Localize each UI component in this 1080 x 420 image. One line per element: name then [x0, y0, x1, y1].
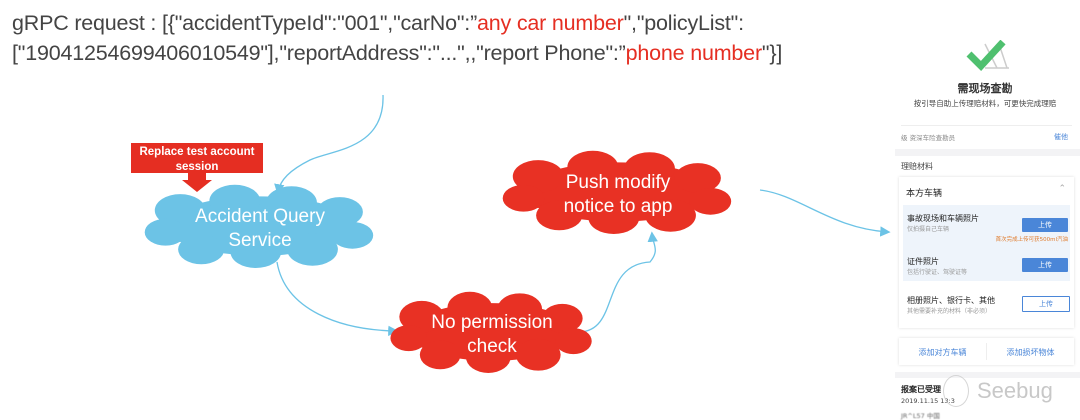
cloud-label-line: Accident Query: [195, 206, 325, 227]
cloud-no-permission-check: No permission check: [390, 291, 592, 373]
add-actions-card: 添加对方车辆 添加损坏物体: [899, 338, 1074, 365]
assessor-name: 资深车险查勘员: [909, 134, 956, 142]
divider: [986, 343, 987, 360]
card-title: 本方车辆: [906, 189, 943, 199]
request-segment: "}]: [761, 41, 783, 65]
item-title: 事故现场和车辆照片: [907, 214, 979, 223]
vehicle-card: 本方车辆 ⌃ 事故现场和车辆照片 仅拍摄自己车辆 上传 首次完成上传可获500m…: [899, 177, 1074, 328]
grpc-request-text: gRPC request : [{"accidentTypeId":"001",…: [12, 8, 792, 68]
cloud-label-line: Service: [228, 230, 291, 251]
cloud-label-line: No permission: [431, 312, 552, 333]
cloud-push-modify-notice: Push modify notice to app: [502, 150, 732, 235]
status-title: 报案已受理: [901, 385, 941, 394]
add-damaged-object-button[interactable]: 添加损坏物体: [1006, 348, 1055, 357]
cloud-label-line: check: [467, 336, 517, 357]
arrow-query-to-permission: [276, 261, 399, 337]
page-subtitle: 按引导自助上传理赔材料，可更快完成理赔: [913, 99, 1057, 108]
divider: [901, 125, 1072, 126]
seebug-logo-icon: [943, 375, 969, 407]
item-title: 证件照片: [907, 257, 939, 266]
callout-replace-session: Replace test account session: [131, 143, 263, 192]
callout-line-1: Replace test account: [139, 146, 254, 158]
chevron-up-icon[interactable]: ⌃: [1058, 184, 1066, 194]
arrow-push-to-phone: [759, 189, 891, 237]
upload-reward-note: 首次完成上传可获500ml汽油: [995, 237, 1068, 243]
cloud-label-line: notice to app: [564, 196, 673, 217]
arrow-request-to-query: [274, 94, 384, 195]
item-desc: 其他需要补充的材料（非必须）: [907, 308, 992, 315]
request-segment: gRPC request : [{"accidentTypeId":"001",…: [12, 11, 478, 35]
urge-link[interactable]: 催他: [1054, 133, 1068, 141]
status-time: 2019.11.15 13:3: [901, 397, 955, 405]
add-other-vehicle-button[interactable]: 添加对方车辆: [918, 348, 967, 357]
status-detail: JR^L57 中国: [901, 412, 940, 420]
item-desc: 仅拍摄自己车辆: [907, 226, 950, 233]
page-title: 需现场查勘: [957, 82, 1013, 95]
section-title: 理赔材料: [901, 162, 933, 171]
request-segment: ","policyList":["19041254699406010549"],…: [12, 11, 744, 65]
separator: [895, 149, 1080, 156]
seebug-watermark: Seebug: [977, 378, 1053, 403]
app-screenshot: 需现场查勘 按引导自助上传理赔材料，可更快完成理赔 级 资深车险查勘员 催他 理…: [895, 0, 1080, 420]
upload-button[interactable]: 上传: [1022, 218, 1068, 232]
cloud-label-line: Push modify: [566, 172, 671, 193]
assessor-level: 级: [901, 134, 908, 142]
item-desc: 包括行驶证、驾驶证等: [907, 269, 968, 276]
upload-button[interactable]: 上传: [1022, 258, 1068, 272]
request-highlight-phone-number: phone number: [625, 41, 762, 65]
callout-line-2: session: [176, 161, 219, 173]
checkmark-icon: [966, 40, 1009, 72]
request-highlight-car-number: any car number: [477, 11, 624, 35]
separator: [895, 372, 1080, 378]
item-title: 相册照片、银行卡、其他: [907, 296, 995, 305]
upload-button[interactable]: 上传: [1022, 296, 1070, 312]
arrow-permission-to-push: [579, 231, 658, 333]
